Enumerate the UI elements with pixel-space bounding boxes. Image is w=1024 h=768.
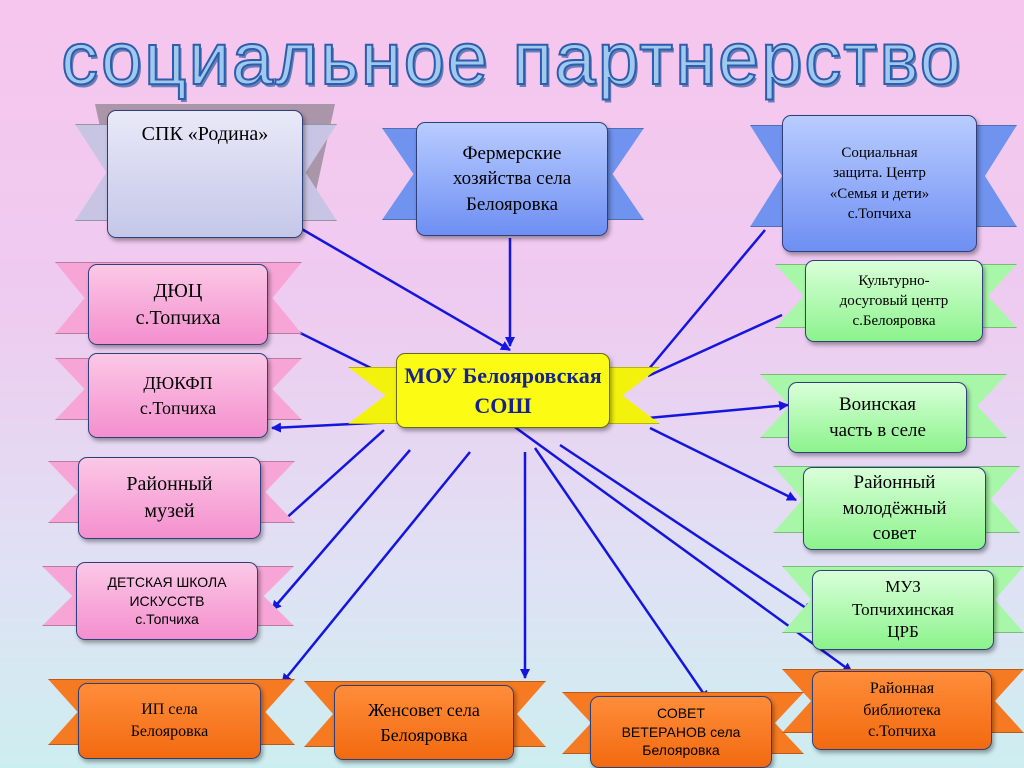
ip-line-1: ИП села [141,701,198,719]
kdc-box: Культурно-досуговый центр с.Белояровка [805,260,983,342]
duc-line-2: с.Топчиха [135,306,221,329]
spk-box: СПК «Родина» [107,110,303,238]
biblio-line-2: библиотека [863,701,941,719]
node-duc: ДЮЦ с.Топчиха [55,252,302,347]
muzey-line-1: Районный [126,473,213,495]
dshi-line-3: с.Топчиха [135,611,199,628]
dukfp-line-2: с.Топчиха [139,397,217,418]
dshi-text: ДЕТСКАЯ ШКОЛА ИСКУССТВ с.Топчиха [107,573,226,630]
fermer-line-3: Белояровка [465,193,559,215]
dukfp-line-1: ДЮКФП [143,373,213,394]
node-socz: Социальная защита. Центр «Семья и дети» с.Т… [750,115,1017,252]
arrow-center-to-voin [647,400,789,420]
muzey-line-2: музей [144,500,195,522]
fermer-line-1: Фермерские [462,142,562,164]
link-kdc-center [647,313,783,378]
node-dukfp: ДЮКФП с.Топчиха [55,353,302,438]
node-kdc: Культурно-досуговый центр с.Белояровка [775,260,1017,342]
node-dshi: ДЕТСКАЯ ШКОЛА ИСКУССТВ с.Топчиха [42,562,294,640]
socz-line-4: с.Топчиха [847,205,912,222]
voin-box: Воинская часть в селе [788,382,967,453]
node-voin: Воинская часть в селе [760,370,1007,455]
molod-line-1: Районный [853,472,936,494]
arrow-center-to-muz [559,443,813,614]
kdc-text: Культурно-досуговый центр с.Белояровка [840,271,949,332]
veteran-line-2: ВЕТЕРАНОВ села [621,723,741,740]
socz-box: Социальная защита. Центр «Семья и дети» с.Т… [782,115,977,252]
muz-line-2: Топчихинская [852,599,954,619]
duc-box: ДЮЦ с.Топчиха [88,264,268,345]
biblio-line-3: с.Топчиха [868,723,936,741]
node-spk: СПК «Родина» [75,104,337,238]
duc-text: ДЮЦ с.Топчиха [136,278,221,332]
arrow-center-to-ip [281,451,471,684]
duc-line-1: ДЮЦ [153,279,203,302]
arrow-center-to-dshi [271,449,411,611]
kdc-line-3: с.Белояровка [852,313,936,330]
muzey-box: Районный музей [78,457,261,539]
socz-line-2: защита. Центр [833,165,926,182]
link-muzey-center [281,429,385,523]
veteran-line-1: СОВЕТ [657,704,705,721]
voin-text: Воинская часть в селе [829,392,926,443]
kdc-line-2: досуговый центр [839,292,949,309]
socz-line-1: Социальная [841,145,918,161]
kdc-line-1: Культурно- [858,272,930,289]
biblio-box: Районная библиотека с.Топчиха [812,671,992,750]
veteran-line-3: Белояровка [642,742,720,759]
center-line-1: МОУ Белояровская [404,362,602,388]
arrow-center-to-molod [649,426,797,502]
node-biblio: Районная библиотека с.Топчиха [782,665,1024,750]
molod-line-2: молодёжный [842,497,947,519]
biblio-text: Районная библиотека с.Топчиха [863,678,941,743]
page-title: социальное партнерство [60,17,963,100]
dshi-line-2: ИСКУССТВ [129,592,205,609]
center-line-2: СОШ [474,392,532,418]
voin-line-1: Воинская [838,393,917,415]
socz-line-3: «Семья и дети» [829,185,930,202]
dukfp-box: ДЮКФП с.Топчиха [88,353,268,438]
dukfp-text: ДЮКФП с.Топчиха [140,371,216,420]
muz-line-1: МУЗ [885,576,921,596]
muz-line-3: ЦРБ [887,622,919,642]
zhensovet-line-1: Женсовет села [368,700,480,721]
molod-text: Районный молодёжный совет [842,470,946,547]
zhensovet-line-2: Белояровка [380,724,468,745]
dshi-box: ДЕТСКАЯ ШКОЛА ИСКУССТВ с.Топчиха [76,562,258,640]
biblio-line-1: Районная [869,680,935,698]
fermer-line-2: хозяйства села [452,168,572,190]
spk-line-1: СПК «Родина» [141,123,269,145]
node-molod: Районный молодёжный совет [773,462,1020,550]
molod-box: Районный молодёжный совет [803,467,986,550]
socz-text: Социальная защита. Центр «Семья и дети» с.Т… [830,143,929,224]
link-socz-center [647,229,766,371]
node-muzey: Районный музей [48,457,295,539]
dshi-line-1: ДЕТСКАЯ ШКОЛА [107,573,227,590]
arrow-center-to-veteran [533,447,710,701]
voin-line-2: часть в селе [829,419,926,441]
arrow-spk-to-center [299,226,511,352]
molod-line-3: совет [872,523,917,545]
spk-text: СПК «Родина» [142,121,269,148]
ip-line-2: Белояровка [130,723,209,740]
muzey-text: Районный музей [126,471,212,525]
